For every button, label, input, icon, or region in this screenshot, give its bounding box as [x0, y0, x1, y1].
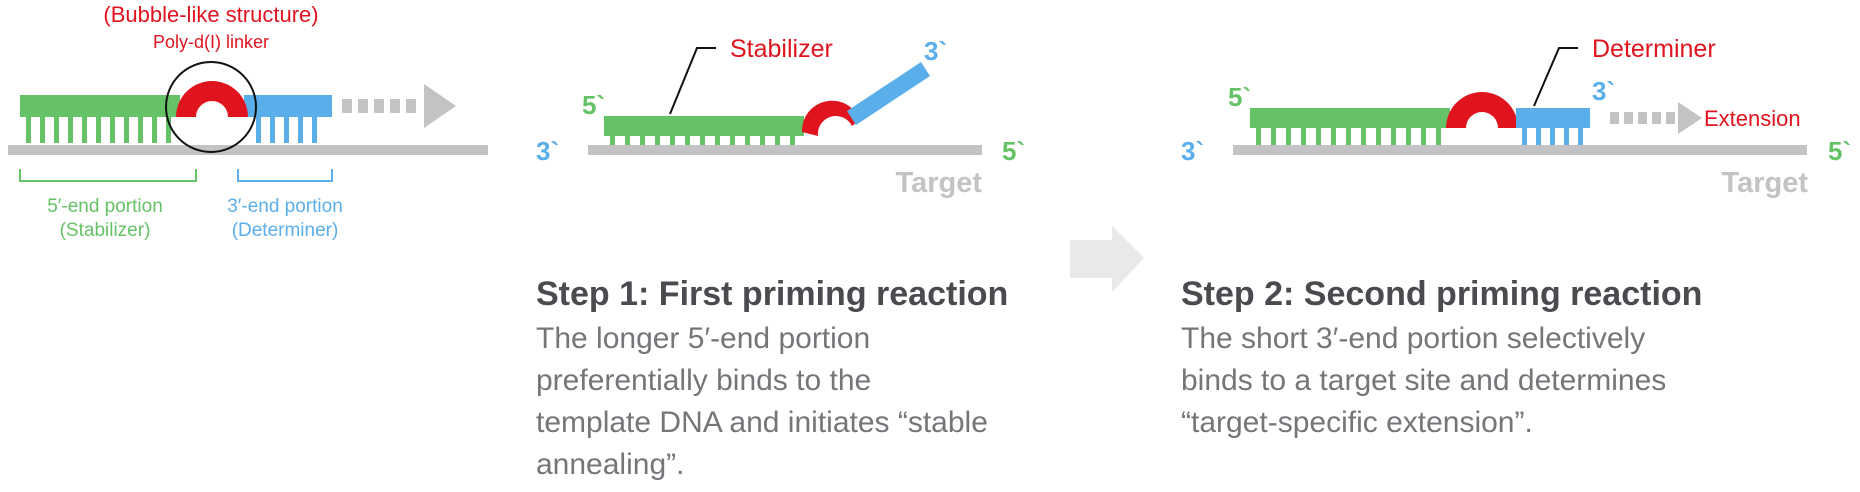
step1-title: Step 1: First priming reaction — [536, 275, 1009, 313]
step2-determiner-strand — [1516, 108, 1590, 128]
stabilizer-bracket — [19, 169, 197, 182]
step1-panel: 3` 5` 5` 3` Stabilizer Target — [536, 35, 1025, 199]
extension-label: Extension — [1704, 106, 1801, 131]
step2-body-line: The short 3′-end portion selectively — [1181, 322, 1646, 355]
step1-linker — [801, 100, 860, 136]
step2-template-5-end: 5` — [1828, 136, 1851, 166]
determiner-portion-line2: (Determiner) — [232, 220, 339, 241]
step2-primer-3-end: 3` — [1592, 76, 1615, 106]
step1-template-3-end: 3` — [536, 136, 559, 166]
step1-body-line: annealing”. — [536, 448, 685, 481]
step2-body: The short 3′-end portion selectively bin… — [1181, 318, 1821, 444]
step2-target-label: Target — [1722, 167, 1809, 199]
overview-template-strand — [8, 145, 488, 155]
step1-body-line: preferentially binds to the — [536, 364, 872, 397]
step1-body-line: template DNA and initiates “stable — [536, 406, 988, 439]
step2-body-line: binds to a target site and determines — [1181, 364, 1667, 397]
step1-body: The longer 5′-end portion preferentially… — [536, 318, 1056, 486]
stabilizer-portion-line1: 5′-end portion — [47, 196, 163, 217]
step1-stabilizer-strand — [604, 116, 804, 136]
step2-stabilizer-strand — [1250, 108, 1450, 128]
overview-extension-arrow — [342, 84, 456, 128]
step2-determiner-bonds — [1522, 128, 1583, 145]
determiner-label: Determiner — [1592, 35, 1716, 63]
step2-body-line: “target-specific extension”. — [1181, 406, 1533, 439]
step2-linker-bubble — [1446, 92, 1518, 128]
overview-determiner-bonds — [256, 117, 317, 143]
step2-primer-5-end: 5` — [1228, 82, 1251, 112]
step1-description: Step 1: First priming reaction The longe… — [536, 274, 1056, 486]
step2-panel: 3` 5` 5` — [1181, 35, 1851, 199]
step1-body-line: The longer 5′-end portion — [536, 322, 871, 355]
stabilizer-label: Stabilizer — [730, 35, 833, 63]
determiner-bracket — [237, 169, 333, 182]
step2-stabilizer-bonds — [1256, 128, 1441, 145]
step2-template-strand — [1233, 145, 1807, 155]
overview-panel: (Bubble-like structure) Poly-d(I) linker — [8, 2, 488, 241]
bubble-highlight-circle — [165, 61, 257, 153]
overview-stabilizer-bonds — [26, 117, 171, 143]
overview-linker-bubble — [176, 81, 248, 117]
determiner-portion-line1: 3′-end portion — [227, 196, 343, 217]
step1-template-strand — [588, 145, 982, 155]
step1-stabilizer-bonds — [610, 136, 795, 145]
overview-determiner-strand — [244, 95, 332, 117]
step2-extension-arrow — [1610, 102, 1702, 134]
stabilizer-callout-line — [669, 47, 716, 115]
step2-template-3-end: 3` — [1181, 136, 1204, 166]
determiner-callout-line — [1533, 47, 1578, 107]
stabilizer-portion-line2: (Stabilizer) — [60, 220, 151, 241]
step1-determiner-strand — [847, 62, 930, 125]
step1-primer-5-end: 5` — [582, 90, 605, 120]
overview-stabilizer-strand — [20, 95, 180, 117]
bubble-structure-label: (Bubble-like structure) — [103, 2, 318, 27]
step1-primer-3-end: 3` — [924, 36, 947, 66]
step1-target-label: Target — [896, 167, 983, 199]
step1-template-5-end: 5` — [1002, 136, 1025, 166]
step-transition-arrow — [1070, 226, 1144, 292]
step2-title: Step 2: Second priming reaction — [1181, 275, 1703, 313]
linker-label: Poly-d(I) linker — [153, 32, 269, 52]
step2-description: Step 2: Second priming reaction The shor… — [1181, 274, 1821, 444]
